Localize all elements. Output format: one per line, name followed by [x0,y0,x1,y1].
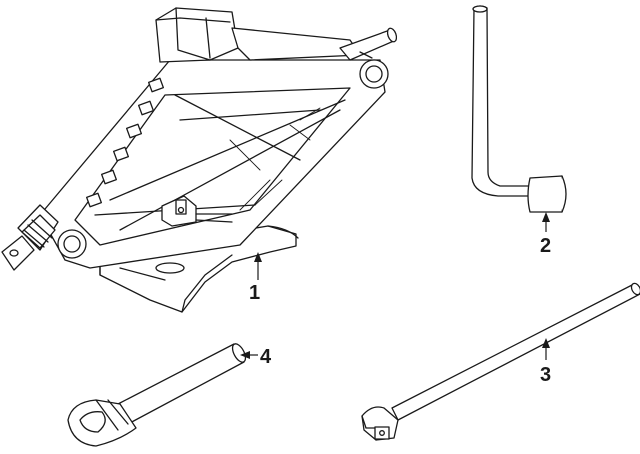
callout-label-3: 3 [540,364,551,386]
callout-2: 2 [540,212,551,257]
lug-wrench [471,5,567,213]
callout-3: 3 [540,338,551,386]
callout-label-4: 4 [260,346,272,368]
scissor-jack [1,7,398,313]
callout-label-1: 1 [249,282,260,304]
callout-4: 4 [240,346,272,368]
callout-label-2: 2 [540,235,551,257]
arm-slots-left [86,77,164,208]
callout-1: 1 [249,252,262,304]
jack-handle [67,343,247,447]
extension-handle [361,282,640,441]
